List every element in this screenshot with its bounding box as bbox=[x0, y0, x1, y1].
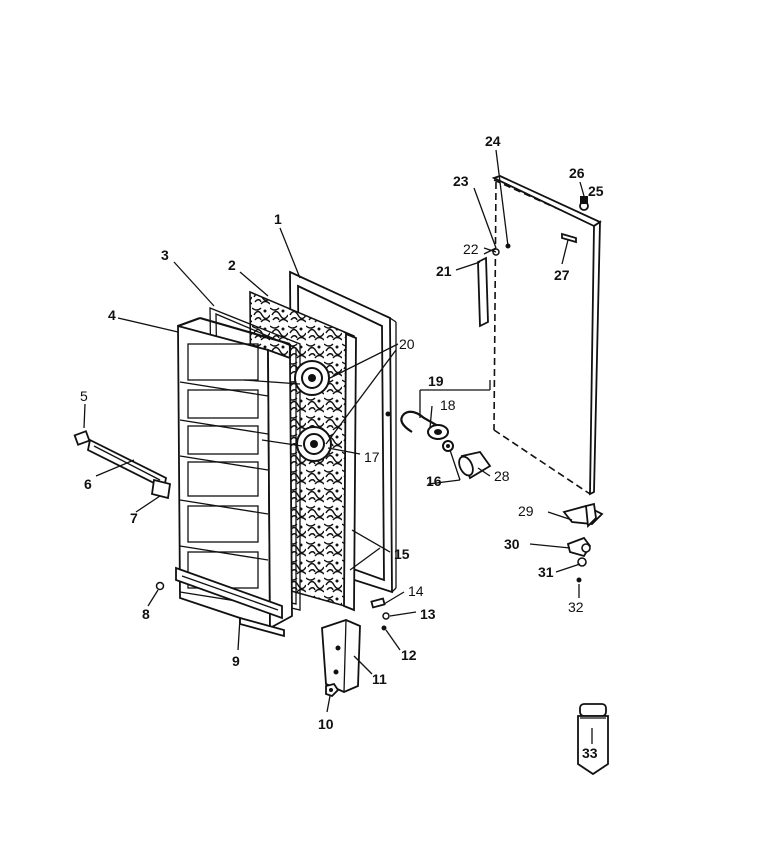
touch-up-paint-bottle bbox=[577, 703, 609, 776]
callout-17: 17 bbox=[364, 449, 380, 465]
callout-27: 27 bbox=[554, 267, 570, 283]
control-knob-lower bbox=[261, 426, 332, 462]
callout-12: 12 bbox=[401, 647, 417, 663]
callout-7: 7 bbox=[130, 510, 138, 526]
callout-13: 13 bbox=[420, 606, 436, 622]
callout-21: 21 bbox=[436, 263, 452, 279]
callout-9: 9 bbox=[232, 653, 240, 669]
callout-31: 31 bbox=[538, 564, 554, 580]
callout-10: 10 bbox=[318, 716, 334, 732]
callout-33: 33 bbox=[582, 745, 598, 761]
callout-20: 20 bbox=[399, 336, 415, 352]
callout-11: 11 bbox=[372, 671, 387, 687]
door-handle-bar bbox=[73, 430, 172, 500]
callout-26: 26 bbox=[569, 165, 585, 181]
callout-14: 14 bbox=[408, 583, 424, 599]
lower-right-hinge bbox=[562, 502, 604, 583]
lock-assembly bbox=[400, 410, 492, 480]
callout-4: 4 bbox=[108, 307, 116, 323]
lower-hinge-bracket bbox=[321, 619, 361, 693]
callout-18: 18 bbox=[440, 397, 456, 413]
callout-5: 5 bbox=[80, 388, 88, 404]
small-hardware-12-14 bbox=[370, 597, 390, 631]
callout-32: 32 bbox=[568, 599, 584, 615]
callout-29: 29 bbox=[518, 503, 534, 519]
callout-30: 30 bbox=[504, 536, 520, 552]
control-knob-upper bbox=[243, 360, 330, 396]
callout-labels: 1 2 3 4 5 6 7 8 9 10 11 12 13 14 15 16 1… bbox=[80, 133, 604, 761]
callout-25: 25 bbox=[588, 183, 604, 199]
nut-10 bbox=[325, 682, 340, 698]
callout-6: 6 bbox=[84, 476, 92, 492]
callout-1: 1 bbox=[274, 211, 282, 227]
screw-8 bbox=[155, 581, 165, 591]
callout-24: 24 bbox=[485, 133, 501, 149]
callout-15: 15 bbox=[394, 546, 410, 562]
upper-hinge-pin bbox=[477, 243, 511, 328]
leader-lines bbox=[83, 149, 593, 744]
callout-16: 16 bbox=[426, 473, 442, 489]
bottom-trim-strip bbox=[175, 566, 285, 638]
callout-2: 2 bbox=[228, 257, 236, 273]
outer-door-dashed bbox=[491, 175, 602, 496]
callout-8: 8 bbox=[142, 606, 150, 622]
callout-22: 22 bbox=[463, 241, 479, 257]
callout-3: 3 bbox=[161, 247, 169, 263]
callout-19: 19 bbox=[428, 373, 444, 389]
callout-28: 28 bbox=[494, 468, 510, 484]
callout-23: 23 bbox=[453, 173, 469, 189]
top-hardware-25-27 bbox=[561, 196, 589, 244]
inner-door-shelf-panel bbox=[177, 316, 293, 630]
